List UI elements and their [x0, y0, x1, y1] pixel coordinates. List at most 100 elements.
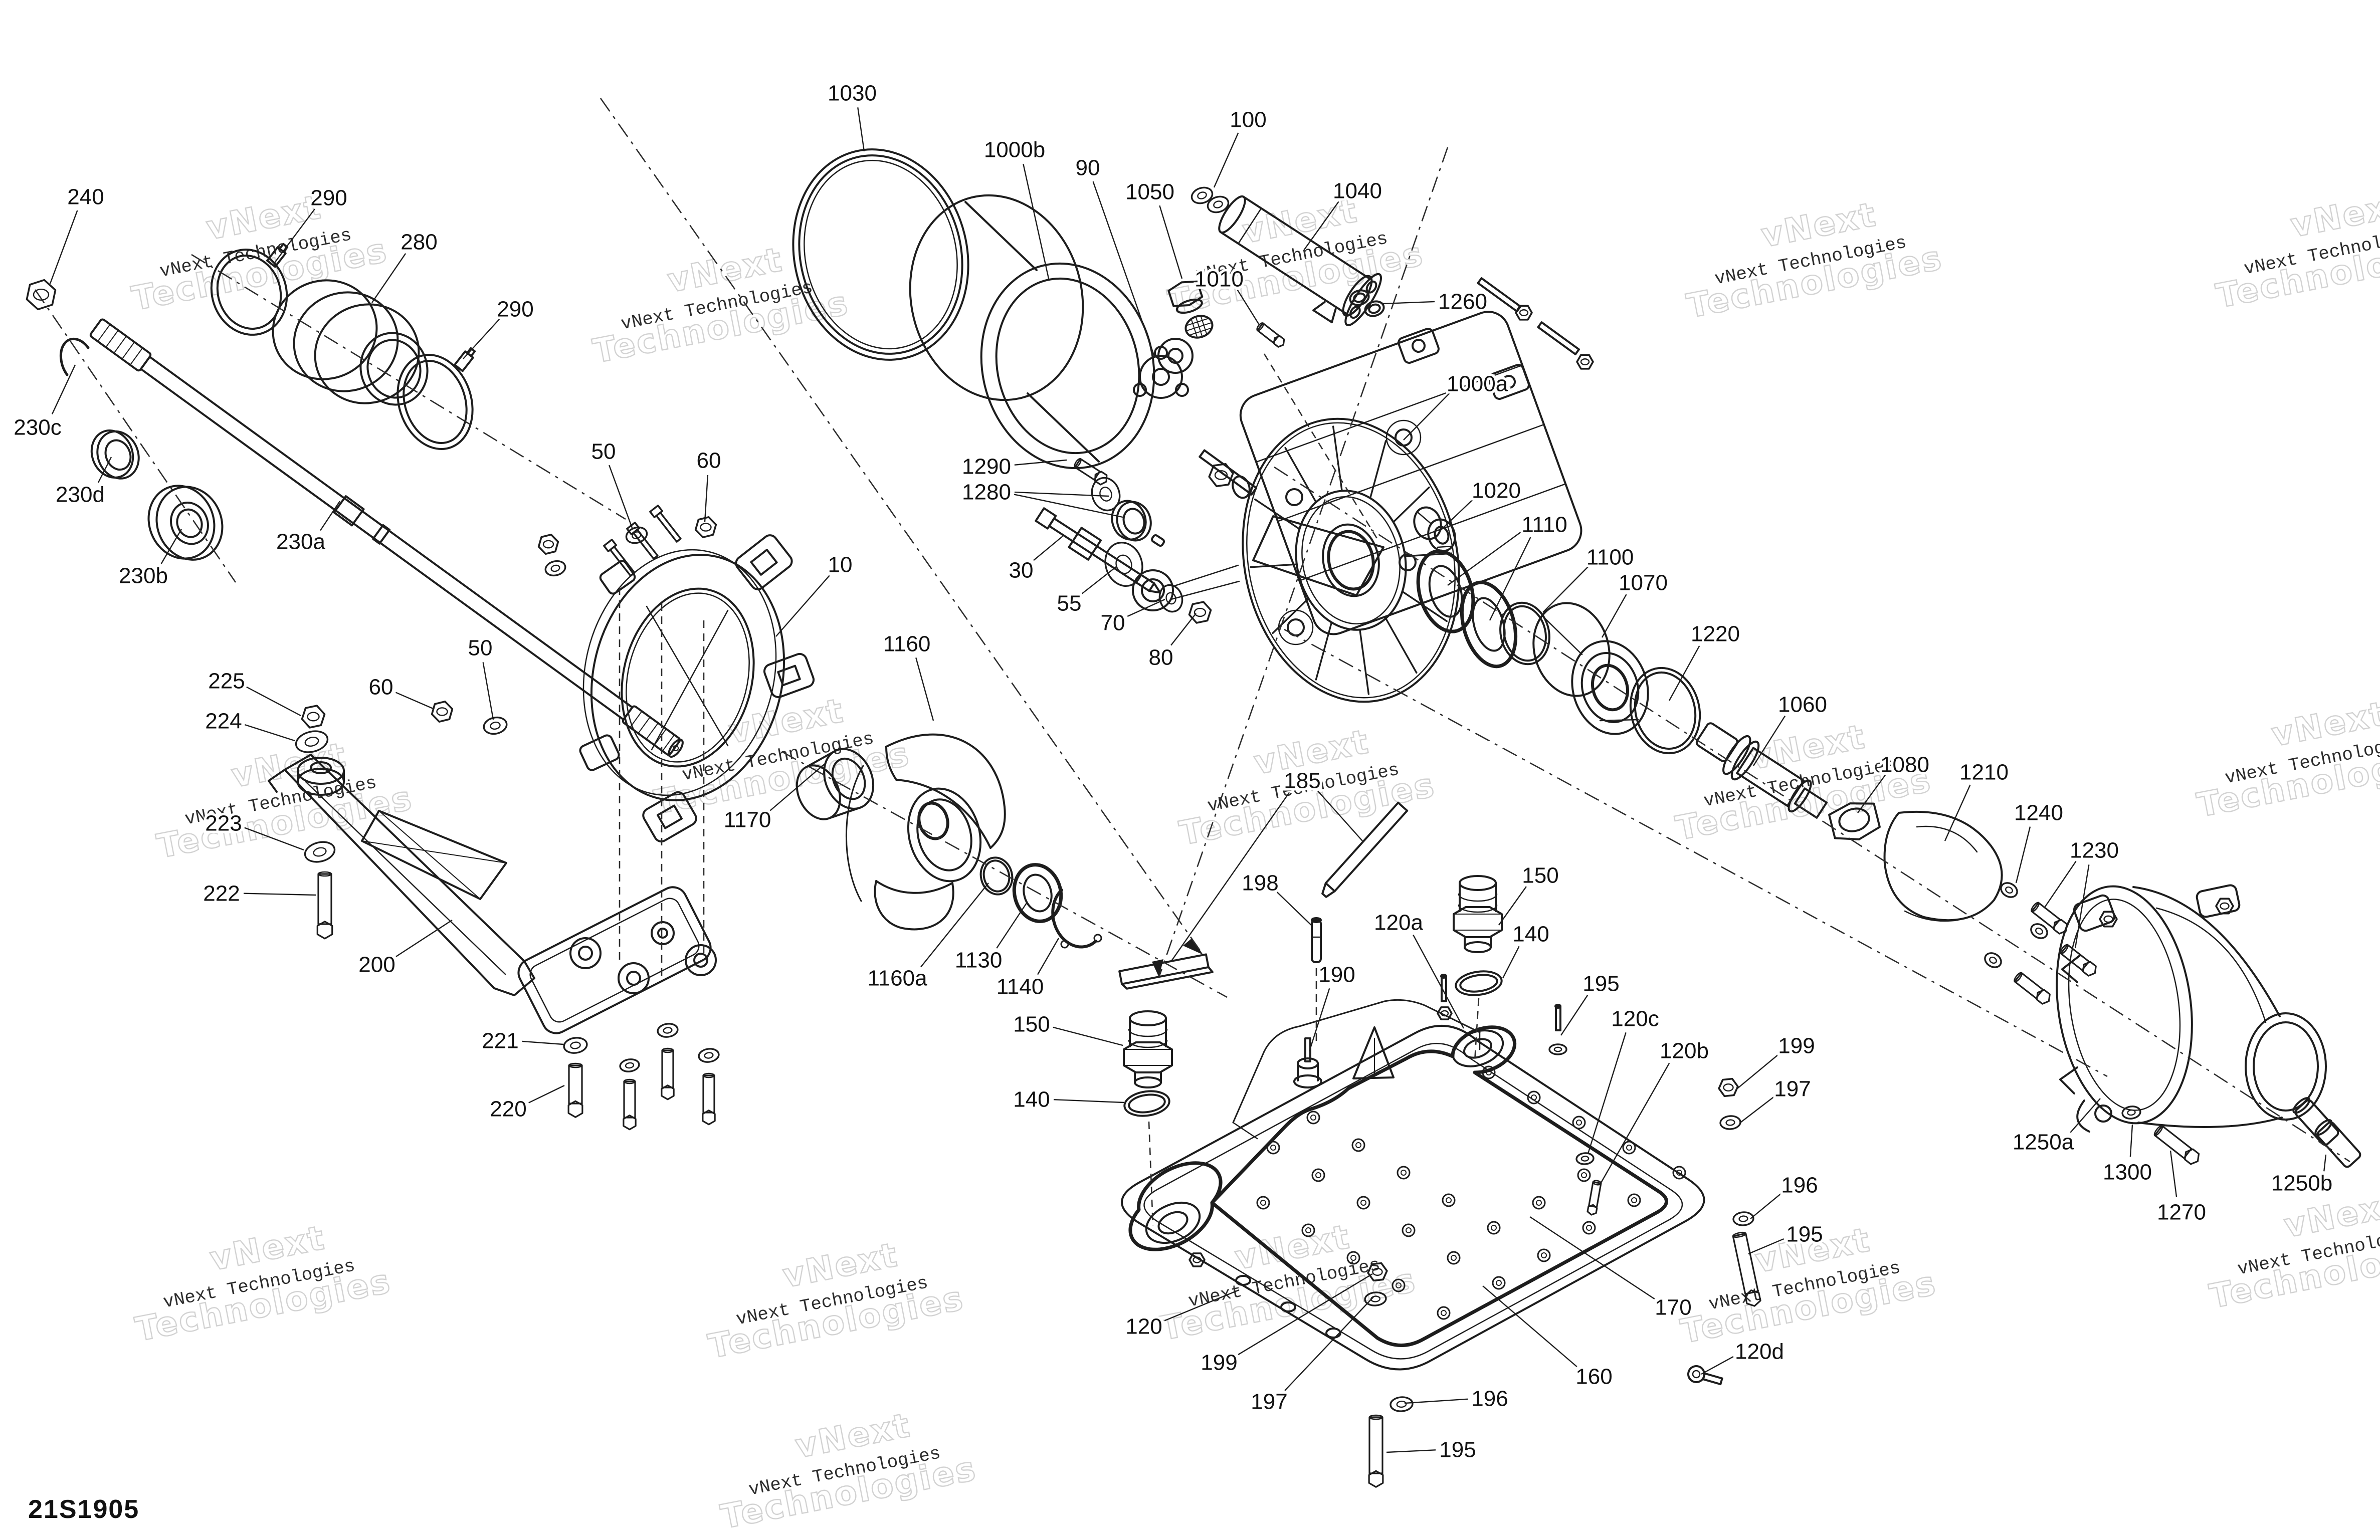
part-callout-1140: 1140: [997, 974, 1044, 999]
leader-line: [1498, 886, 1527, 926]
leader-line: [1276, 892, 1313, 927]
tool-185: [1321, 801, 1409, 898]
plate-hole-center: [1491, 1225, 1497, 1231]
seal-ring-1030: [792, 148, 969, 361]
leader-line: [97, 457, 112, 483]
plate-hole: [1572, 1116, 1586, 1130]
leader-lines-layer: [49, 107, 2327, 1453]
part-callout-1000a: 1000a: [1447, 371, 1508, 396]
front-cover-plate-10: [579, 505, 815, 843]
plate-hole: [1301, 1223, 1315, 1237]
leader-line: [915, 657, 934, 721]
hex-nut-bore: [2220, 902, 2230, 910]
washer: [625, 526, 648, 544]
part-callout-190: 190: [1318, 962, 1355, 987]
plate-hole-center: [1496, 1280, 1502, 1286]
leader-line: [1317, 790, 1363, 841]
hex-nut-bore: [33, 289, 50, 301]
part-callout-1270: 1270: [2157, 1200, 2206, 1224]
pump-fin: [1359, 628, 1370, 695]
axis-line: [1284, 628, 2108, 1077]
part-callout-1110: 1110: [1521, 512, 1567, 537]
hardware-layer: [26, 186, 2234, 1488]
part-callout-280: 280: [401, 230, 437, 254]
seal-1110-a: [1416, 549, 1475, 633]
plate-fin: [1352, 1026, 1395, 1079]
pin-1280: [1151, 534, 1165, 547]
plate-hole-center: [1576, 1120, 1582, 1126]
washer: [304, 841, 336, 863]
leader-line: [1081, 566, 1117, 594]
axis-lines-layer: [34, 98, 2350, 1226]
axis-line: [1474, 998, 1480, 1062]
circlip-eye-2: [1093, 934, 1102, 943]
tube-1040: [1218, 195, 1382, 326]
hex-nut: [1718, 1077, 1739, 1097]
leader-line: [1482, 1285, 1577, 1368]
part-callout-1300: 1300: [2103, 1160, 2152, 1184]
leader-line: [395, 692, 434, 710]
plate-hole: [1266, 1141, 1280, 1155]
plate-hole-center: [1355, 1142, 1361, 1148]
leader-line: [1159, 205, 1183, 279]
part-callout-10: 10: [828, 552, 853, 577]
plate-hole-center: [1626, 1145, 1632, 1151]
plate-hole-center: [1310, 1115, 1316, 1121]
plate-hole: [1482, 1065, 1496, 1079]
leader-line: [1284, 1296, 1374, 1391]
plate-hole: [1487, 1221, 1501, 1235]
hex-nut-bore: [542, 540, 554, 549]
part-callout-195: 195: [1582, 971, 1619, 996]
bolt: [316, 871, 333, 940]
part-callout-222: 222: [203, 881, 240, 906]
leader-line: [1304, 201, 1339, 250]
hex-nut-bore: [1519, 309, 1529, 316]
drive-shaft: [59, 243, 684, 758]
part-callout-100: 100: [1230, 107, 1266, 132]
bolt: [1074, 458, 1108, 486]
leader-line: [160, 529, 182, 564]
part-callout-60: 60: [697, 448, 721, 473]
pump-fin: [1249, 563, 1298, 568]
plate-hole-center: [1441, 1310, 1447, 1316]
engine-support-200: [268, 754, 717, 1034]
leader-line: [1587, 1032, 1627, 1154]
part-callout-140: 140: [1512, 922, 1549, 946]
leader-line: [1740, 1096, 1774, 1123]
leader-line: [246, 686, 301, 717]
filter-mesh: [1184, 315, 1214, 339]
circlip-230c: [59, 337, 90, 376]
leader-line: [1237, 290, 1260, 325]
part-callout-290: 290: [497, 297, 533, 321]
part-callout-198: 198: [1242, 870, 1278, 895]
plate-hole-center: [1270, 1145, 1276, 1151]
leader-line: [1213, 132, 1239, 188]
seal-1110-b: [1460, 580, 1518, 669]
bolt: [1256, 322, 1285, 348]
plate-hole-center: [1541, 1252, 1547, 1258]
plate-hole: [1582, 1221, 1596, 1235]
hex-nut: [26, 279, 57, 311]
motor-shaft-stub: [1199, 449, 1258, 496]
leader-line: [1737, 1053, 1779, 1089]
leader-line: [1171, 792, 1290, 961]
plate-hole: [1256, 1196, 1270, 1210]
shim-185: [1118, 953, 1214, 990]
plate-hole-center: [1676, 1170, 1682, 1176]
leader-line: [704, 475, 709, 523]
leader-line: [1600, 1062, 1670, 1183]
axis-line: [1158, 147, 1449, 978]
part-callout-1240: 1240: [2014, 800, 2063, 825]
clamp-290-left: [210, 243, 289, 336]
hex-nut: [431, 701, 454, 723]
plate-hole-center: [1446, 1197, 1452, 1203]
bracket-90: [1133, 346, 1189, 399]
washer: [563, 1037, 588, 1054]
